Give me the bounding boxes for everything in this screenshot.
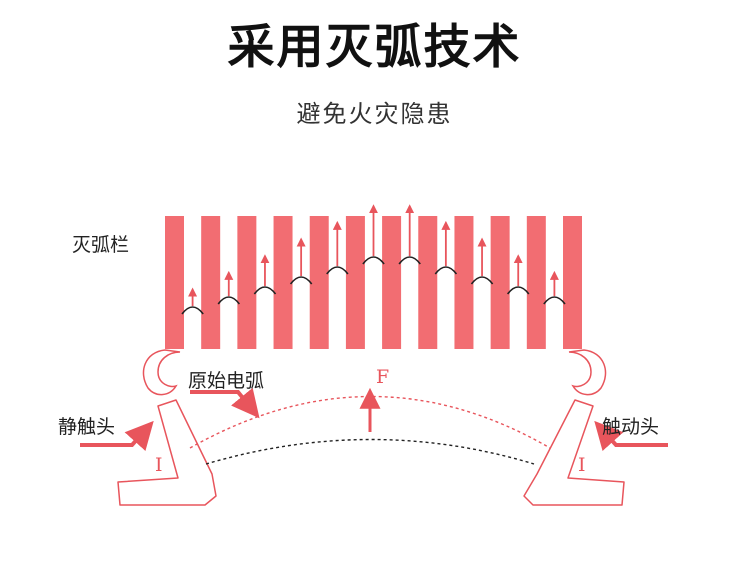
grid-plate bbox=[490, 216, 510, 349]
moving-contact-label: 触动头 bbox=[602, 416, 660, 438]
arc-force-arrows bbox=[188, 204, 559, 306]
moving-contact-body bbox=[523, 399, 625, 506]
left-arc-horn bbox=[142, 349, 181, 396]
arc-segment bbox=[434, 266, 458, 275]
static-contact-body bbox=[117, 399, 217, 506]
arc-segment bbox=[506, 286, 530, 295]
arc-segment bbox=[398, 256, 421, 265]
arc-segment bbox=[362, 256, 385, 265]
arc-segment bbox=[253, 286, 277, 295]
page-title: 采用灭弧技术 bbox=[227, 20, 522, 75]
grid-plate bbox=[382, 216, 402, 349]
left-current-label: I bbox=[155, 454, 163, 476]
extended-arc-path bbox=[205, 438, 535, 465]
arc-segment bbox=[289, 276, 313, 285]
moving-contact-pointer bbox=[594, 420, 668, 452]
arc-segment bbox=[217, 296, 241, 305]
grid-plate bbox=[237, 216, 257, 349]
grid-plate bbox=[563, 216, 582, 349]
force-label: F bbox=[376, 366, 390, 388]
grid-plate bbox=[418, 216, 438, 349]
static-contact-label: 静触头 bbox=[58, 416, 116, 438]
arc-segment bbox=[543, 296, 566, 305]
arc-segment bbox=[326, 266, 349, 275]
grid-plate bbox=[273, 216, 293, 349]
grid-plate bbox=[454, 216, 474, 349]
grid-plate bbox=[345, 216, 365, 349]
right-arc-horn bbox=[568, 349, 607, 396]
grid-plate bbox=[201, 216, 221, 349]
grid-plate bbox=[309, 216, 329, 349]
static-contact-pointer bbox=[80, 420, 154, 452]
original-arc-label: 原始电弧 bbox=[188, 370, 265, 392]
arc-segments bbox=[181, 256, 566, 315]
arc-grid-plates bbox=[165, 216, 582, 349]
original-arc-path bbox=[189, 395, 551, 449]
arc-segment bbox=[470, 276, 494, 285]
arc-grid-label: 灭弧栏 bbox=[72, 234, 130, 256]
page-subtitle: 避免火灾隐患 bbox=[296, 100, 453, 128]
right-current-label: I bbox=[578, 454, 586, 476]
grid-plate bbox=[165, 216, 184, 349]
original-arc-pointer bbox=[190, 387, 260, 419]
arc-segment bbox=[181, 306, 204, 315]
grid-plate bbox=[526, 216, 546, 349]
